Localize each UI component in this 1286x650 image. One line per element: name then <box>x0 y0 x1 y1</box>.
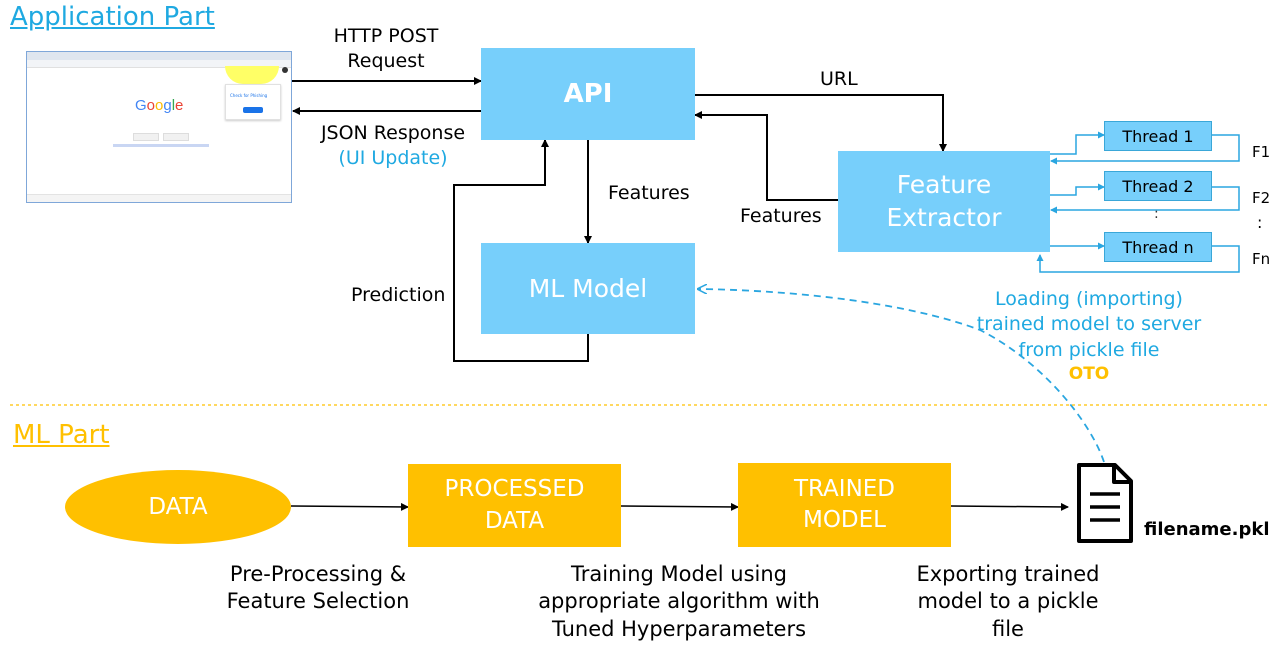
features-to-api-arrow <box>694 111 838 201</box>
training-line2: appropriate algorithm with <box>538 589 820 614</box>
thread1-in <box>1050 131 1105 155</box>
training-step-label: Training Model using appropriate algorit… <box>528 561 830 643</box>
loading-model-dashed-arrow <box>698 289 1105 463</box>
feature-extractor-node: Feature Extractor <box>838 151 1050 252</box>
language-links <box>113 144 209 147</box>
json-response-label: JSON Response (UI Update) <box>308 121 478 170</box>
data-to-processed-arrow <box>290 502 409 511</box>
export-step-label: Exporting trained model to a pickle file <box>898 561 1118 643</box>
processed-label-2: DATA <box>484 507 545 534</box>
export-line2: model to a pickle <box>917 589 1099 614</box>
fn-label: Fn <box>1252 250 1271 268</box>
json-response-line1: JSON Response <box>320 122 466 144</box>
training-line1: Training Model using <box>571 562 787 586</box>
browser-address-bar <box>27 60 291 68</box>
loading-oto: OTO <box>1068 364 1110 385</box>
browser-window-screenshot: Google Check for Phishing <box>26 51 292 203</box>
thread-2-label: Thread 2 <box>1122 176 1194 196</box>
feature-extractor-label-2: Extractor <box>886 202 1002 232</box>
data-node: DATA <box>65 470 291 544</box>
feature-extractor-label-1: Feature <box>896 170 992 199</box>
preprocess-line1: Pre-Processing & <box>229 562 407 586</box>
http-post-label: HTTP POST Request <box>320 24 452 73</box>
extension-icon <box>282 67 288 73</box>
browser-tab-bar <box>27 52 291 60</box>
api-label: API <box>563 79 613 109</box>
features-to-api-label: Features <box>740 205 822 227</box>
popup-check-button <box>243 107 263 113</box>
prediction-arrow <box>453 139 589 362</box>
lucky-button <box>163 133 189 141</box>
export-line1: Exporting trained <box>916 562 1100 586</box>
ml-model-node: ML Model <box>481 243 695 334</box>
loading-line1: Loading (importing) <box>995 288 1183 310</box>
application-part-title: Application Part <box>10 2 215 32</box>
thread2-in <box>1050 183 1105 196</box>
f1-label: F1 <box>1252 143 1271 161</box>
thread1-out <box>1050 134 1240 165</box>
threadn-out <box>1036 245 1240 273</box>
file-name-label: filename.pkl <box>1144 519 1270 540</box>
f2-label: F2 <box>1252 189 1271 207</box>
processed-to-trained-arrow <box>620 502 739 511</box>
thread-2-node: Thread 2 <box>1104 171 1212 201</box>
popup-title: Check for Phishing <box>230 93 268 98</box>
url-arrow <box>694 94 947 152</box>
ml-model-label: ML Model <box>528 274 648 303</box>
json-response-line2: (UI Update) <box>338 146 448 169</box>
extension-popup: Check for Phishing <box>225 84 281 120</box>
http-post-line2: Request <box>347 49 425 72</box>
url-label: URL <box>820 68 858 90</box>
trained-label-1: TRAINED <box>793 475 896 502</box>
thread-n-node: Thread n <box>1104 232 1212 262</box>
thread-1-node: Thread 1 <box>1104 121 1212 151</box>
api-node: API <box>481 48 695 140</box>
processed-data-node: PROCESSED DATA <box>408 464 621 547</box>
trained-label-2: MODEL <box>802 507 886 533</box>
http-post-line1: HTTP POST <box>333 25 439 47</box>
loading-line3: from pickle file <box>1018 338 1160 361</box>
thread2-out <box>1050 186 1240 214</box>
processed-label-1: PROCESSED <box>444 476 585 503</box>
extension-highlight <box>225 66 279 84</box>
trained-model-node: TRAINED MODEL <box>738 463 951 547</box>
ml-part-title: ML Part <box>13 420 110 450</box>
file-icon <box>1077 463 1133 543</box>
trained-to-file-arrow <box>950 502 1069 511</box>
preprocess-line2: Feature Selection <box>226 589 410 614</box>
browser-footer <box>27 194 291 202</box>
features-to-model-label: Features <box>608 182 690 204</box>
export-line3: file <box>992 616 1024 641</box>
search-button <box>133 133 159 141</box>
thread-n-label: Thread n <box>1122 237 1194 257</box>
training-line3: Tuned Hyperparameters <box>551 616 807 641</box>
prediction-label: Prediction <box>351 284 446 306</box>
loading-model-label: Loading (importing) trained model to ser… <box>960 287 1218 386</box>
loading-line2: trained model to server <box>976 313 1202 336</box>
google-logo: Google <box>135 97 184 114</box>
thread-dots: : <box>1154 206 1159 222</box>
data-label: DATA <box>148 494 208 520</box>
thread-1-label: Thread 1 <box>1122 126 1194 146</box>
f-dots: : <box>1257 213 1263 232</box>
preprocess-step-label: Pre-Processing & Feature Selection <box>208 561 428 616</box>
